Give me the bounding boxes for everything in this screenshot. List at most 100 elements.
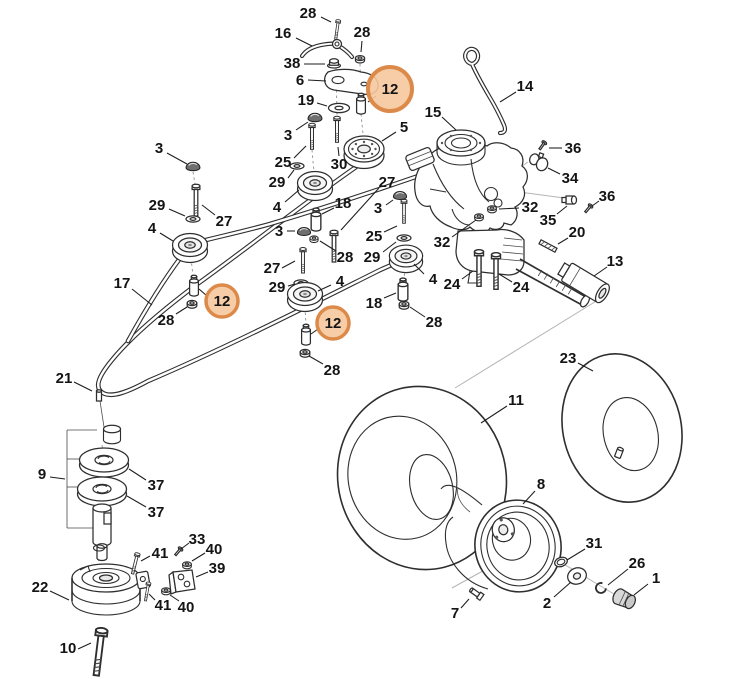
part-label-5: 5 [400, 119, 408, 136]
rim [474, 499, 562, 593]
callout-leader-line [175, 306, 188, 315]
part-label-29: 29 [149, 197, 166, 214]
callout-leader-line [337, 146, 340, 157]
part-label-12[interactable]: 12 [325, 315, 342, 332]
callout-leader-line [308, 355, 324, 365]
anchor-bracket [168, 569, 196, 595]
highlighted-part-callout-12[interactable] [315, 305, 351, 341]
part-label-25: 25 [366, 228, 383, 245]
callout-leader-line [73, 381, 93, 392]
callout-leader-line [293, 145, 307, 159]
flywheel [436, 129, 486, 166]
part-label-6: 6 [296, 72, 304, 89]
e-clip [595, 582, 607, 594]
part-label-3: 3 [374, 200, 382, 217]
part-label-2: 2 [543, 595, 551, 612]
part-label-36: 36 [599, 188, 616, 205]
spindle-shaft [92, 503, 112, 562]
inner-tube [561, 353, 683, 503]
callout-leader-line [498, 207, 520, 210]
part-label-29: 29 [269, 279, 286, 296]
callout-leader-line [383, 225, 398, 233]
callout-leader-line [295, 121, 309, 131]
part-label-33: 33 [189, 531, 206, 548]
callout-leader-line [498, 273, 513, 283]
callout-leader-line [317, 284, 332, 292]
callout-leader-line [148, 593, 156, 601]
callout-leader-line [168, 208, 186, 217]
part-label-12[interactable]: 12 [382, 81, 399, 98]
part-label-27: 27 [379, 174, 396, 191]
part-label-24: 24 [444, 276, 461, 293]
highlighted-part-callout-12[interactable] [366, 65, 414, 113]
part-label-16: 16 [275, 25, 292, 42]
callout-leader-line [321, 207, 335, 215]
callout-leader-line [166, 152, 188, 165]
spacer [102, 424, 122, 445]
part-label-28: 28 [354, 24, 371, 41]
part-label-27: 27 [216, 213, 233, 230]
callout-leader-line [382, 241, 397, 253]
part-label-28: 28 [426, 314, 443, 331]
part-label-22: 22 [32, 579, 49, 596]
part-label-12[interactable]: 12 [214, 293, 231, 310]
axle-coupler [557, 262, 610, 304]
callout-leader-line [607, 568, 629, 586]
part-label-7: 7 [451, 605, 459, 622]
part-label-9: 9 [38, 466, 46, 483]
part-label-40: 40 [206, 541, 223, 558]
callout-leader-line [131, 288, 153, 306]
part-label-13: 13 [607, 253, 624, 270]
part-label-38: 38 [284, 55, 301, 72]
brake-pin [95, 389, 103, 402]
callout-leader-line [287, 169, 295, 179]
flat-washer [567, 567, 587, 585]
part-label-10: 10 [60, 640, 77, 657]
callout-leader-line [522, 490, 536, 505]
part-label-39: 39 [209, 560, 226, 577]
part-label-41: 41 [155, 597, 172, 614]
part-label-11: 11 [508, 392, 524, 409]
part-label-29: 29 [269, 174, 286, 191]
hub-cap [612, 588, 637, 610]
highlighted-part-callout-12[interactable] [204, 283, 240, 319]
callout-leader-line [383, 292, 397, 299]
part-label-27: 27 [264, 260, 281, 277]
muffler [405, 146, 435, 172]
engine-assembly [405, 46, 610, 308]
part-label-37: 37 [148, 504, 165, 521]
callout-leader-line [381, 131, 397, 142]
callout-leader-line [287, 283, 296, 287]
callout-leader-line [126, 495, 147, 508]
wheel-assembly [336, 353, 683, 610]
callout-leader-line [557, 237, 569, 245]
part-label-4: 4 [336, 273, 345, 290]
callout-leader-line [180, 542, 190, 550]
callout-leader-line [591, 200, 600, 207]
callout-leader-line [316, 102, 328, 107]
callout-leader-line [577, 362, 594, 372]
part-label-28: 28 [300, 5, 317, 22]
callout-leader-line [128, 468, 147, 481]
throttle-rod [463, 46, 508, 136]
part-label-36: 36 [565, 140, 582, 157]
callout-leader-line [159, 232, 174, 242]
callout-leader-line [413, 263, 425, 275]
part-label-29: 29 [364, 249, 381, 266]
callout-leader-line [319, 240, 337, 252]
callout-leader-line [201, 204, 216, 216]
valve-stem [469, 587, 485, 602]
part-label-28: 28 [324, 362, 341, 379]
roll-pin [538, 238, 558, 254]
part-label-3: 3 [284, 127, 292, 144]
elbow-fitting [561, 195, 578, 205]
callout-leader-line [633, 583, 649, 596]
part-label-24: 24 [513, 279, 530, 296]
part-label-28: 28 [158, 312, 175, 329]
transmission [455, 228, 591, 308]
group-bracket [66, 429, 97, 529]
callout-leader-line [320, 16, 332, 23]
callout-leader-line [451, 219, 477, 238]
part-label-18: 18 [366, 295, 383, 312]
part-label-26: 26 [629, 555, 646, 572]
